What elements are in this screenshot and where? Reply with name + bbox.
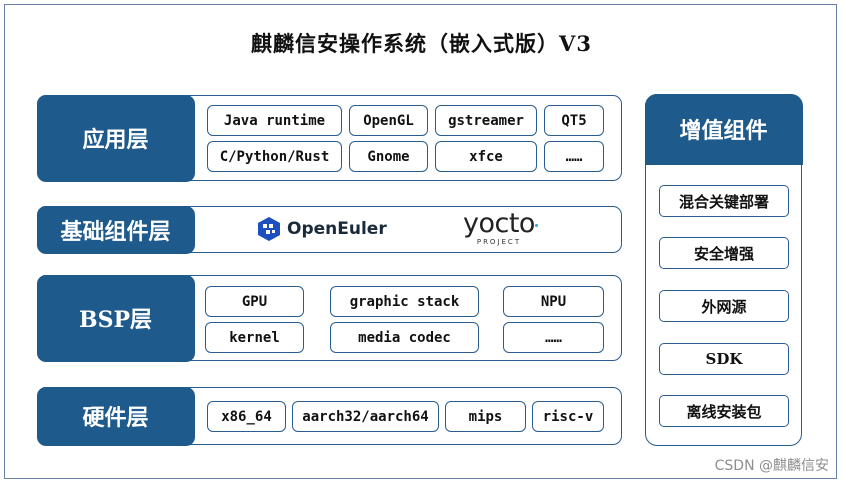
chip-bsp-more: …… bbox=[503, 322, 604, 353]
yocto-logo: yocto PROJECT bbox=[463, 208, 538, 247]
side-item-external-source: 外网源 bbox=[659, 290, 789, 322]
layer-application-label: 应用层 bbox=[36, 94, 195, 182]
chip-c-python-rust: C/Python/Rust bbox=[207, 141, 342, 172]
chip-x86-64: x86_64 bbox=[207, 401, 286, 432]
side-item-security: 安全增强 bbox=[659, 237, 789, 269]
chip-gpu: GPU bbox=[205, 286, 304, 317]
diagram-frame bbox=[4, 4, 837, 479]
chip-xfce: xfce bbox=[435, 141, 537, 172]
yocto-logo-subtext: PROJECT bbox=[476, 238, 522, 246]
chip-graphic-stack: graphic stack bbox=[330, 286, 479, 317]
chip-java-runtime: Java runtime bbox=[207, 105, 342, 136]
yocto-dot-icon bbox=[535, 224, 538, 227]
openeuler-mark-icon bbox=[258, 217, 280, 241]
openeuler-logo: OpenEuler bbox=[257, 216, 387, 242]
chip-gstreamer: gstreamer bbox=[435, 105, 537, 136]
side-item-mixed-critical: 混合关键部署 bbox=[659, 185, 789, 217]
watermark: CSDN @麒麟信安 bbox=[714, 458, 829, 474]
side-item-offline-package: 离线安装包 bbox=[659, 395, 789, 427]
layer-application: 应用层 Java runtime OpenGL gstreamer QT5 C/… bbox=[36, 94, 622, 182]
layer-base-components: 基础组件层 OpenEuler yocto PROJECT bbox=[36, 205, 622, 254]
openeuler-logo-text: OpenEuler bbox=[287, 219, 387, 239]
chip-risc-v: risc-v bbox=[532, 401, 604, 432]
chip-aarch32-aarch64: aarch32/aarch64 bbox=[292, 401, 439, 432]
layer-bsp: BSP层 GPU graphic stack NPU kernel media … bbox=[36, 274, 622, 362]
chip-kernel: kernel bbox=[205, 322, 304, 353]
chip-gnome: Gnome bbox=[349, 141, 428, 172]
chip-npu: NPU bbox=[503, 286, 604, 317]
diagram-title: 麒麟信安操作系统（嵌入式版）V3 bbox=[251, 31, 592, 56]
chip-opengl: OpenGL bbox=[349, 105, 428, 136]
chip-app-more: …… bbox=[544, 141, 604, 172]
value-added-components: 增值组件 混合关键部署 安全增强 外网源 SDK 离线安装包 bbox=[644, 93, 803, 446]
chip-media-codec: media codec bbox=[330, 322, 479, 353]
layer-hardware-label: 硬件层 bbox=[36, 386, 195, 446]
side-item-sdk: SDK bbox=[659, 343, 789, 375]
value-added-components-label: 增值组件 bbox=[644, 93, 803, 165]
yocto-logo-text: yocto bbox=[463, 208, 535, 239]
layer-base-components-label: 基础组件层 bbox=[36, 205, 195, 254]
layer-bsp-label: BSP层 bbox=[36, 274, 195, 362]
chip-qt5: QT5 bbox=[544, 105, 604, 136]
chip-mips: mips bbox=[445, 401, 526, 432]
layer-hardware: 硬件层 x86_64 aarch32/aarch64 mips risc-v bbox=[36, 386, 622, 446]
